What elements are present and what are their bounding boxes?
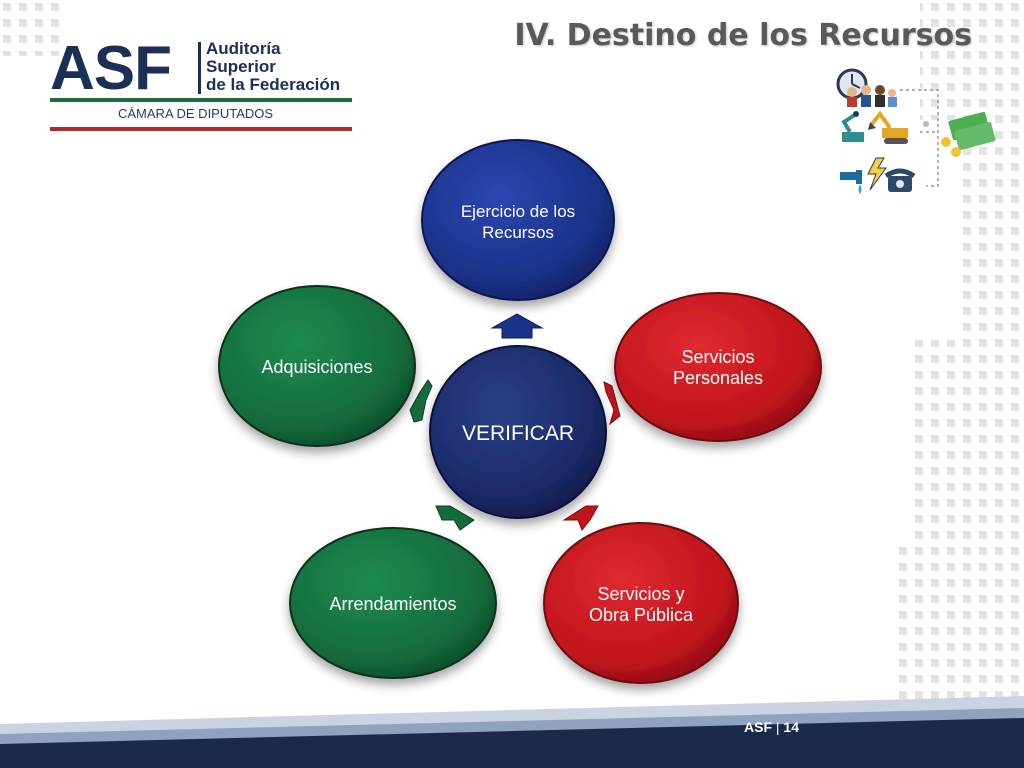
node-servicios-personales-label-1: Servicios xyxy=(681,347,754,367)
logo-green-band xyxy=(50,98,352,102)
arrow-to-left xyxy=(409,379,433,423)
logo-line-1: Auditoría xyxy=(206,39,281,58)
clock-icon xyxy=(836,68,868,100)
connector-line xyxy=(900,89,939,187)
node-ejercicio-recursos xyxy=(421,139,615,301)
footer-brand: ASF xyxy=(744,719,772,735)
logo-chamber: CÁMARA DE DIPUTADOS xyxy=(118,106,274,121)
node-servicios-personales xyxy=(614,292,822,442)
lightning-icon xyxy=(867,157,887,191)
logo-line-3: de la Federación xyxy=(206,75,341,94)
arrow-to-bottom-left xyxy=(435,505,475,531)
logo-acronym: ASF xyxy=(50,34,172,103)
excavator-icon xyxy=(868,110,908,144)
faucet-icon xyxy=(840,170,862,194)
telephone-icon xyxy=(884,168,916,192)
node-ejercicio-label-1: Ejercicio de los xyxy=(461,202,575,221)
node-verificar-label: VERIFICAR xyxy=(462,422,574,445)
arrow-to-top xyxy=(490,313,544,339)
node-servicios-personales-label-2: Personales xyxy=(673,368,763,388)
resources-icon-cluster xyxy=(836,68,996,194)
footer-band xyxy=(0,696,1024,768)
node-servicios-obra-publica xyxy=(543,522,739,684)
node-arrendamientos xyxy=(289,527,497,679)
node-servicios-obra-label-1: Servicios y xyxy=(597,584,684,604)
node-verificar xyxy=(429,345,607,519)
connector-dot xyxy=(923,121,929,127)
arrow-to-right xyxy=(603,381,621,426)
node-adquisiciones-label: Adquisiciones xyxy=(261,357,372,377)
people-icon xyxy=(847,85,897,107)
footer-page: 14 xyxy=(783,719,799,735)
money-icon xyxy=(941,111,996,157)
node-adquisiciones xyxy=(218,285,416,447)
footer-page-number: ASF | 14 xyxy=(744,719,799,735)
node-arrendamientos-label: Arrendamientos xyxy=(329,594,456,614)
logo-divider xyxy=(198,42,201,94)
robot-arm-icon xyxy=(841,111,864,142)
footer-separator: | xyxy=(775,719,780,735)
node-ejercicio-label-2: Recursos xyxy=(482,223,554,242)
slide-title: IV. Destino de los Recursos xyxy=(514,18,972,53)
arrow-to-bottom-right xyxy=(562,505,599,531)
logo-line-2: Superior xyxy=(206,57,276,76)
node-servicios-obra-label-2: Obra Pública xyxy=(589,605,694,625)
asf-logo: ASF Auditoría Superior de la Federación … xyxy=(50,36,355,136)
logo-red-band xyxy=(50,127,352,131)
